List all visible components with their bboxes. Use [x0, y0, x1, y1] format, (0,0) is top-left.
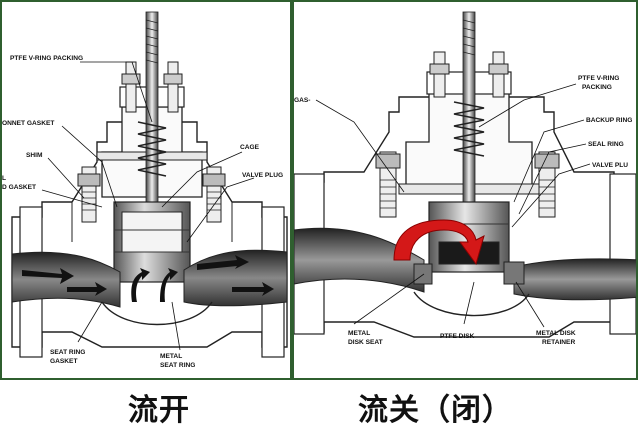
flow-open-diagram: PTFE V-RING PACKING ONNET GASKET SHIM L …: [0, 0, 292, 380]
flow-close-diagram: GAS- PTFE V-RING PACKING BACKUP RING SEA…: [292, 0, 638, 380]
leader-lines: [41, 61, 255, 351]
label-cage: CAGE: [240, 144, 260, 151]
label-gas: GAS-: [294, 97, 310, 104]
label-seat-ring-gasket-line2: GASKET: [50, 358, 77, 365]
flow-arrows: [22, 255, 274, 302]
label-seat-ring-gasket-line1: SEAT RING: [50, 349, 85, 356]
label-ptfe-disk: PTFE DISK: [440, 333, 475, 340]
flow-passage: [294, 227, 636, 317]
label-seal-ring: SEAL RING: [588, 141, 624, 148]
caption-flow-open: 流开: [128, 393, 190, 428]
label-metal-disk-seat-line2: DISK SEAT: [348, 339, 383, 346]
flow-open-valve-drawing: PTFE V-RING PACKING ONNET GASKET SHIM L …: [2, 11, 288, 369]
caption-flow-close: 流关（闭）: [358, 393, 513, 428]
red-flow-arrow-icon: [393, 219, 485, 266]
valve-stem: [462, 11, 476, 228]
label-bonnet-gasket: ONNET GASKET: [2, 120, 54, 127]
bonnet-bolts: [77, 61, 226, 223]
label-metal-disk-retainer-line2: RETAINER: [542, 339, 575, 346]
label-valve-plug: VALVE PLU: [592, 162, 628, 169]
leader-lines: [315, 83, 591, 328]
packing-spring: [453, 101, 485, 157]
label-valve-plug: VALVE PLUG: [242, 172, 283, 179]
label-ptfe-vring-packing-line2: PACKING: [582, 84, 612, 91]
packing-spring: [137, 121, 167, 177]
label-metal-seat-ring-line1: METAL: [160, 353, 182, 360]
label-ptfe-vring-packing: PTFE V-RING PACKING: [10, 55, 83, 62]
label-metal-disk-retainer-line1: METAL DISK: [536, 330, 576, 337]
flow-close-valve-drawing: GAS- PTFE V-RING PACKING BACKUP RING SEA…: [294, 11, 636, 346]
label-ptfe-vring-packing-line1: PTFE V-RING: [578, 75, 619, 82]
cage-and-plug: [113, 201, 191, 283]
label-metal-disk-seat-line1: METAL: [348, 330, 370, 337]
label-shim: SHIM: [26, 152, 43, 159]
label-gasket-line2: D GASKET: [2, 184, 36, 191]
valve-stem: [145, 11, 159, 213]
label-metal-seat-ring-line2: SEAT RING: [160, 362, 195, 369]
bonnet-bolts: [375, 51, 560, 218]
label-backup-ring: BACKUP RING: [586, 117, 632, 124]
label-gasket-line1: L: [2, 175, 6, 182]
